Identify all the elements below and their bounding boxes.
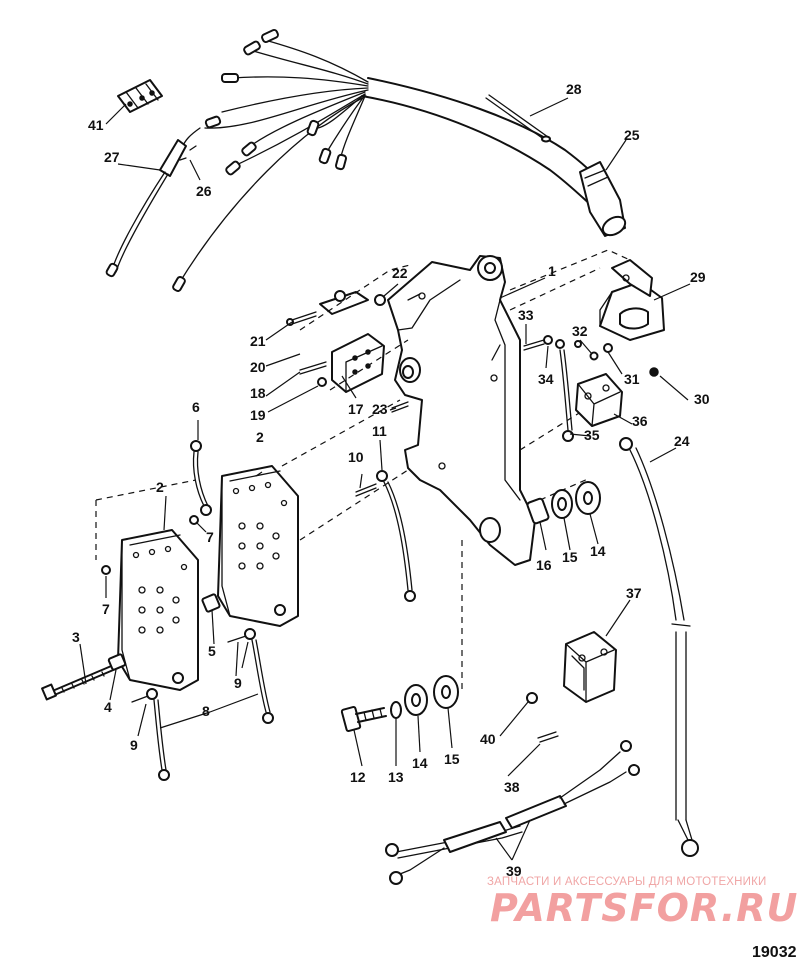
callout-2: 2: [256, 429, 264, 445]
callout-28: 28: [566, 81, 582, 97]
ground-lead-6: [101, 440, 212, 575]
callout-4: 4: [104, 699, 112, 715]
callout-33: 33: [518, 307, 534, 323]
callout-10: 10: [348, 449, 364, 465]
callout-2: 2: [156, 479, 164, 495]
callout-16: 16: [536, 557, 552, 573]
harness-39: [385, 740, 640, 885]
callout-41: 41: [88, 117, 104, 133]
callout-13: 13: [388, 769, 404, 785]
fuse-holder-27: [105, 127, 201, 278]
callout-9: 9: [234, 675, 242, 691]
callout-21: 21: [250, 333, 266, 349]
callout-labels: 1 2 2 3 4 5 6 7 7 8 9 9 10 11 12 13 14 1…: [72, 81, 710, 879]
watermark-brand: PARTSFOR.RU: [490, 886, 799, 930]
starter-solenoid-29: [523, 259, 665, 377]
callout-23: 23: [372, 401, 388, 417]
callout-26: 26: [196, 183, 212, 199]
watermark-tagline: ЗАПЧАСТИ И АКСЕССУАРЫ ДЛЯ МОТОТЕХНИКИ: [487, 876, 767, 888]
leader-lines: [79, 97, 691, 861]
figure-id: 19032: [752, 944, 797, 961]
callout-18: 18: [250, 385, 266, 401]
callout-30: 30: [694, 391, 710, 407]
callout-8: 8: [202, 703, 210, 719]
callout-22: 22: [392, 265, 408, 281]
bolt-3: [41, 593, 221, 701]
callout-19: 19: [250, 407, 266, 423]
rectifier-17: [299, 333, 385, 393]
callout-9: 9: [130, 737, 138, 753]
callout-35: 35: [584, 427, 600, 443]
module-37: [526, 631, 617, 743]
callout-7: 7: [206, 529, 214, 545]
callout-6: 6: [192, 399, 200, 415]
callout-25: 25: [624, 127, 640, 143]
callout-39: 39: [506, 863, 522, 879]
switch-box-2-left: [117, 529, 199, 691]
callout-31: 31: [624, 371, 640, 387]
callout-1: 1: [548, 263, 556, 279]
bolt-washers-lower: [340, 675, 459, 732]
tie-strap-28: [485, 94, 551, 143]
callout-15: 15: [444, 751, 460, 767]
callout-34: 34: [538, 371, 554, 387]
callout-14: 14: [590, 543, 606, 559]
alignment-line: [95, 479, 197, 560]
callout-20: 20: [250, 359, 266, 375]
terminal-block-36: [575, 373, 623, 427]
callout-15: 15: [562, 549, 578, 565]
screw-23: [391, 401, 409, 413]
callout-40: 40: [480, 731, 496, 747]
ground-leads-8: [131, 628, 274, 781]
callout-14: 14: [412, 755, 428, 771]
callout-32: 32: [572, 323, 588, 339]
callout-36: 36: [632, 413, 648, 429]
callout-37: 37: [626, 585, 642, 601]
callout-24: 24: [674, 433, 690, 449]
callout-5: 5: [208, 643, 216, 659]
callout-11: 11: [372, 423, 387, 439]
mounting-bracket-1: [387, 255, 536, 566]
callout-3: 3: [72, 629, 80, 645]
callout-12: 12: [350, 769, 366, 785]
ground-plate-22: [286, 290, 386, 326]
callout-29: 29: [690, 269, 706, 285]
bushing-washers-upper: [526, 481, 601, 525]
callout-17: 17: [348, 401, 364, 417]
switch-box-2-right: [217, 465, 299, 627]
connector-41: [117, 79, 163, 113]
battery-cable-24: [619, 437, 699, 857]
callout-7: 7: [102, 601, 110, 617]
callout-27: 27: [104, 149, 120, 165]
wiring-harness: [172, 28, 627, 292]
callout-38: 38: [504, 779, 520, 795]
lead-11: [355, 470, 416, 602]
